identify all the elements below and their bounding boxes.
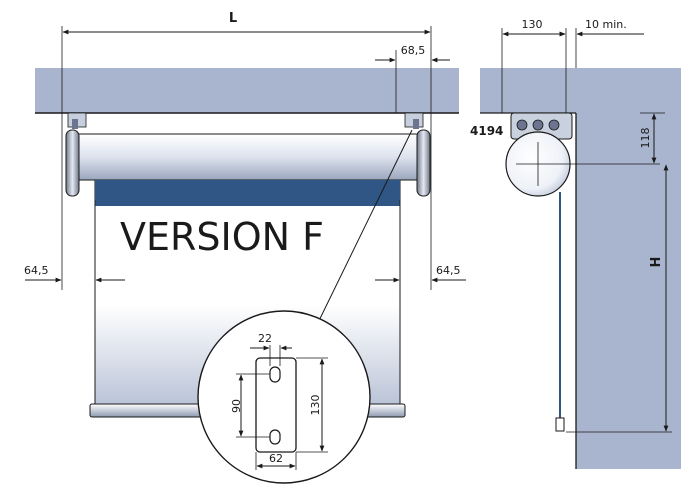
dim-64-5-left-label: 64,5 [24,264,49,277]
dim-118-label: 118 [639,128,652,149]
bolt-3 [548,119,560,131]
slot-top [269,366,281,383]
H-label: H [649,257,664,268]
dim-64-5-right-label: 64,5 [436,264,461,277]
bolt-2 [532,119,544,131]
bracket-right [404,112,424,129]
version-label: VERSION F [120,215,324,259]
part-number: 4194 [470,124,503,138]
dim-130-side-label: 130 [522,18,543,31]
ceiling-front [35,68,459,113]
dim-90-label: 90 [230,399,243,413]
detail-bracket-plate [255,357,297,453]
dim-22-label: 22 [258,332,272,345]
ceiling-side [480,68,576,113]
dim-10min-label: 10 min. [585,18,627,31]
bracket-left [67,112,87,129]
dim-62-label: 62 [269,452,283,465]
bolt-1 [516,119,528,131]
dim-68-5-label: 68,5 [401,44,426,57]
detail-leader [311,129,413,336]
dim-130-detail-label: 130 [309,395,322,416]
L-label: L [229,11,237,26]
bracket-detail: 22 90 130 62 [197,310,371,484]
wall-side [576,68,681,469]
end-cap-right [416,129,431,197]
slot-bottom [269,429,281,445]
screen-top-band [95,180,400,206]
end-cap-left [65,129,80,197]
cable-weight [555,417,565,432]
roller-housing [75,133,420,181]
